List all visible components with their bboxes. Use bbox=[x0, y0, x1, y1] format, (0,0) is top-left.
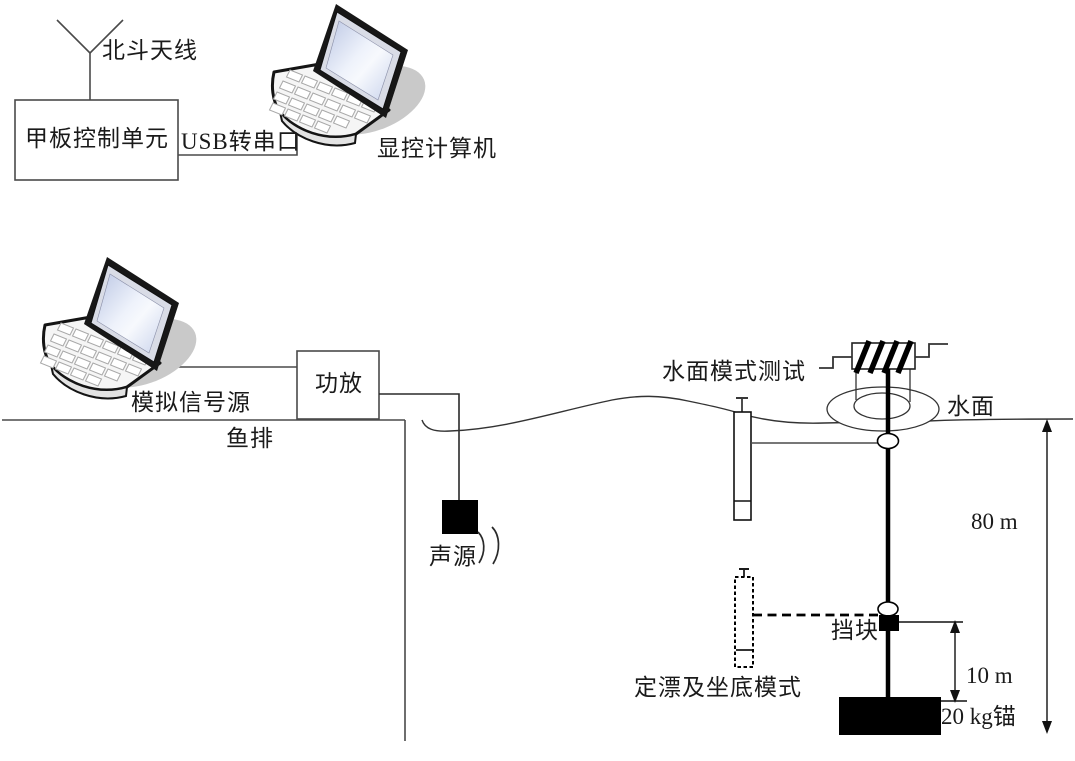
buoy-step-left bbox=[819, 356, 852, 369]
sound-source-block bbox=[442, 500, 478, 534]
buoy-stripes bbox=[853, 339, 914, 375]
laptop-display-computer bbox=[270, 4, 436, 148]
label-analog-signal-source: 模拟信号源 bbox=[131, 390, 251, 415]
usb-serial-cable bbox=[178, 132, 298, 156]
dimension-80m bbox=[1042, 419, 1052, 734]
dock-edge bbox=[2, 419, 406, 741]
laptop-analog-signal-source bbox=[41, 257, 207, 401]
label-power-amplifier: 功放 bbox=[315, 371, 363, 396]
label-anchor-20kg: 20 kg锚 bbox=[941, 704, 1016, 729]
label-depth-80m: 80 m bbox=[971, 509, 1018, 534]
buoy-ripple-inner bbox=[853, 392, 911, 420]
stopper-block bbox=[879, 615, 899, 631]
label-surface-mode-test: 水面模式测试 bbox=[662, 359, 806, 384]
label-display-computer: 显控计算机 bbox=[377, 136, 497, 161]
label-spacing-10m: 10 m bbox=[966, 663, 1013, 688]
drift-mode-instrument bbox=[734, 568, 754, 668]
label-stopper: 挡块 bbox=[831, 618, 879, 643]
surface-mode-instrument bbox=[733, 397, 752, 521]
label-fish-raft: 鱼排 bbox=[226, 426, 274, 451]
label-water-surface: 水面 bbox=[947, 394, 995, 419]
dimension-10m bbox=[899, 620, 967, 703]
swivel-upper bbox=[876, 432, 900, 450]
power-amplifier-box bbox=[296, 350, 380, 420]
buoy-step-right bbox=[915, 343, 948, 358]
label-drift-bottom-mode: 定漂及坐底模式 bbox=[634, 675, 802, 700]
beidou-antenna-icon bbox=[56, 19, 124, 100]
water-surface-line bbox=[421, 395, 1074, 432]
buoy bbox=[819, 339, 948, 432]
sound-waves-icon bbox=[477, 526, 500, 565]
label-usb-serial: USB转串口 bbox=[181, 129, 301, 154]
amplifier-output-cable bbox=[379, 393, 460, 500]
deck-control-unit-box bbox=[14, 99, 179, 181]
label-sound-source: 声源 bbox=[429, 544, 477, 569]
swivel-lower bbox=[877, 601, 899, 617]
anchor-block bbox=[839, 697, 941, 735]
label-deck-control-unit: 甲板控制单元 bbox=[25, 126, 169, 151]
label-beidou-antenna: 北斗天线 bbox=[102, 38, 198, 63]
